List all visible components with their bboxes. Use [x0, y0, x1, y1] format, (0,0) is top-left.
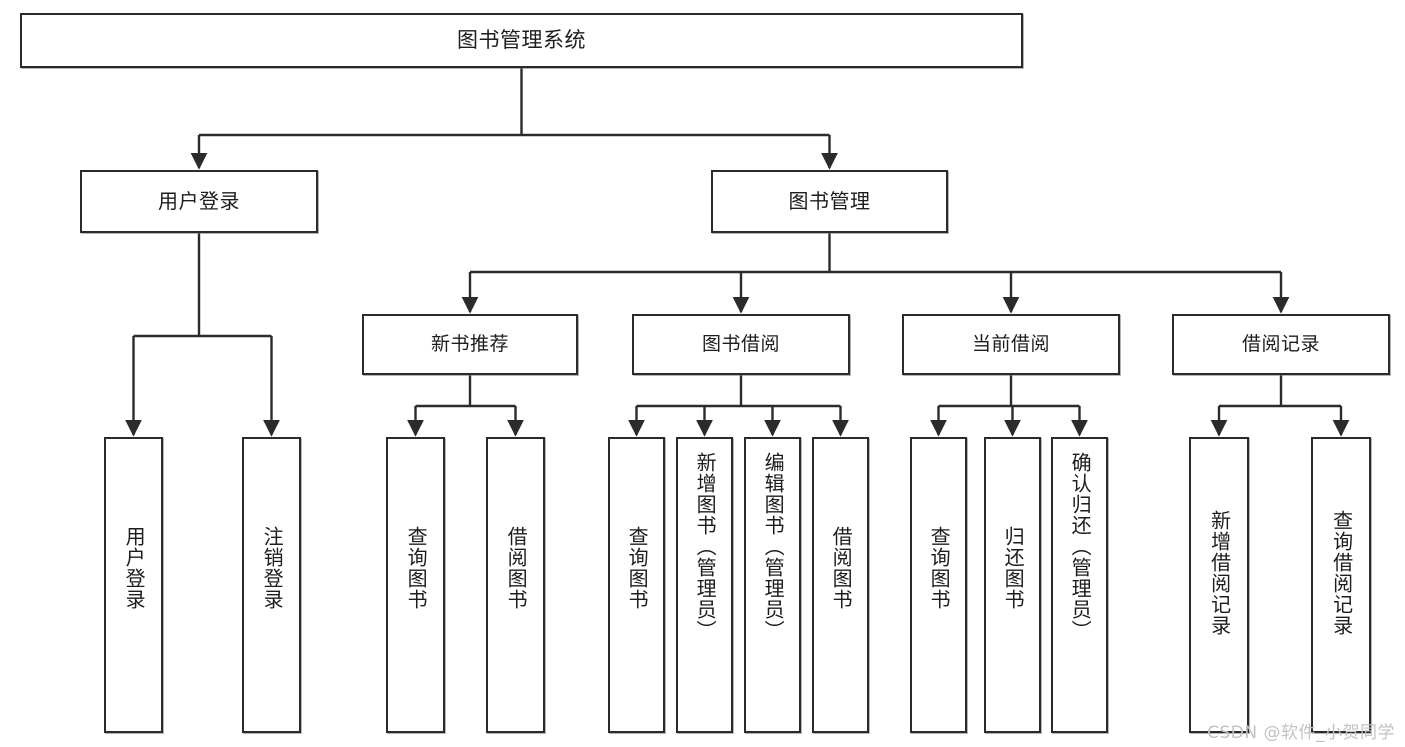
node-label: 借阅记录 [1241, 333, 1320, 356]
node-root-图书管理系统[interactable]: 图书管理系统 [20, 13, 1023, 68]
node-book-borrow[interactable]: 图书借阅 [632, 314, 850, 375]
node-label: 借阅图书 [504, 526, 529, 610]
node-leaf-query-book[interactable]: 查询图书 [608, 437, 665, 733]
watermark: CSDN @软件_小贺同学 [1207, 723, 1395, 743]
node-leaf-query-book-rec[interactable]: 查询图书 [386, 437, 445, 733]
node-label: 查询图书 [927, 526, 952, 610]
node-label: 当前借阅 [971, 333, 1050, 356]
node-new-book-rec[interactable]: 新书推荐 [362, 314, 578, 375]
node-leaf-query-book-cur[interactable]: 查询图书 [910, 437, 967, 733]
node-user-login[interactable]: 用户登录 [80, 170, 318, 233]
node-label: 用户登录 [122, 526, 147, 610]
node-borrow-record[interactable]: 借阅记录 [1172, 314, 1390, 375]
node-label: 图书借阅 [701, 333, 780, 356]
node-current-borrow[interactable]: 当前借阅 [902, 314, 1120, 375]
node-label: 新增借阅记录 [1207, 510, 1232, 636]
node-label: 借阅图书 [829, 526, 854, 610]
node-label: 用户登录 [158, 188, 240, 213]
node-leaf-confirm-return[interactable]: 确认归还（管理员） [1051, 437, 1108, 733]
node-label: 注销登录 [260, 526, 285, 610]
node-label: 图书管理系统 [457, 28, 586, 53]
node-leaf-user-login[interactable]: 用户登录 [104, 437, 163, 733]
node-leaf-edit-book[interactable]: 编辑图书（管理员） [744, 437, 801, 733]
node-leaf-return-book[interactable]: 归还图书 [984, 437, 1041, 733]
node-leaf-borrow-book-rec[interactable]: 借阅图书 [486, 437, 545, 733]
node-label: 新书推荐 [430, 333, 509, 356]
node-leaf-user-logout[interactable]: 注销登录 [242, 437, 301, 733]
node-leaf-borrow-book[interactable]: 借阅图书 [812, 437, 869, 733]
node-label: 查询图书 [404, 526, 429, 610]
node-label: 新增图书（管理员） [693, 452, 718, 641]
node-label: 编辑图书（管理员） [761, 452, 786, 641]
node-leaf-query-record[interactable]: 查询借阅记录 [1311, 437, 1371, 733]
node-leaf-add-book[interactable]: 新增图书（管理员） [676, 437, 733, 733]
node-book-manage[interactable]: 图书管理 [711, 170, 948, 233]
node-label: 图书管理 [788, 188, 871, 213]
node-label: 归还图书 [1001, 526, 1026, 610]
node-label: 查询借阅记录 [1329, 510, 1354, 636]
node-leaf-add-record[interactable]: 新增借阅记录 [1189, 437, 1249, 733]
node-label: 查询图书 [625, 526, 650, 610]
node-label: 确认归还（管理员） [1068, 452, 1093, 641]
